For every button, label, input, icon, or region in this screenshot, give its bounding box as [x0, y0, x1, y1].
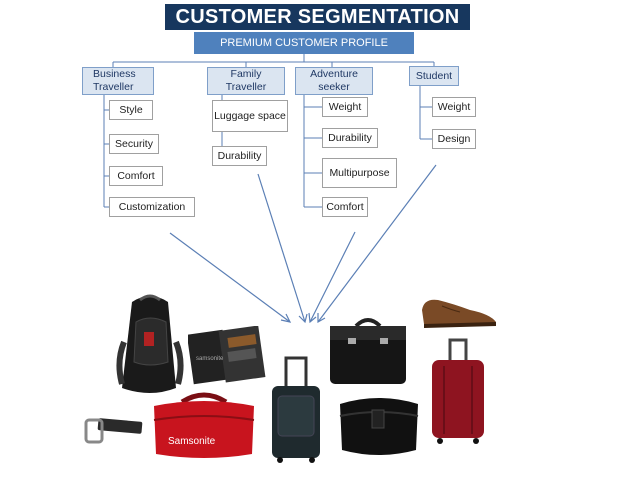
segment-adventure-seeker: Adventure seeker	[295, 67, 373, 95]
business-item-style: Style	[109, 100, 153, 120]
adventure-item-durability: Durability	[322, 128, 378, 148]
business-item-customization: Customization	[109, 197, 195, 217]
adventure-item-multipurpose: Multipurpose	[322, 158, 397, 188]
student-item-design: Design	[432, 129, 476, 149]
adventure-item-comfort: Comfort	[322, 197, 368, 217]
segment-business-traveller: Business Traveller	[82, 67, 154, 95]
duffel-brand-text: Samsonite	[168, 436, 216, 447]
backpack-icon	[116, 294, 184, 393]
business-item-security: Security	[109, 134, 159, 154]
red-suitcase-icon	[432, 338, 484, 444]
duffel-bag-icon: Samsonite	[153, 392, 255, 458]
toiletry-bag-icon	[339, 398, 419, 455]
trolley-bag-icon	[272, 356, 320, 463]
briefcase-icon	[330, 318, 406, 384]
arrows	[169, 164, 437, 324]
page-title: CUSTOMER SEGMENTATION	[165, 4, 470, 30]
family-item-luggage-space: Luggage space	[212, 100, 288, 132]
belt-icon	[84, 418, 143, 444]
segment-student: Student	[409, 66, 459, 86]
student-item-weight: Weight	[432, 97, 476, 117]
wallet-brand-text: samsonite	[196, 356, 224, 362]
segment-family-traveller: Family Traveller	[207, 67, 285, 95]
premium-profile-box: PREMIUM CUSTOMER PROFILE	[194, 32, 414, 54]
family-item-durability: Durability	[212, 146, 267, 166]
shoe-icon	[422, 299, 496, 328]
wallet-icon: samsonite	[188, 326, 266, 385]
business-item-comfort: Comfort	[109, 166, 163, 186]
adventure-item-weight: Weight	[322, 97, 368, 117]
